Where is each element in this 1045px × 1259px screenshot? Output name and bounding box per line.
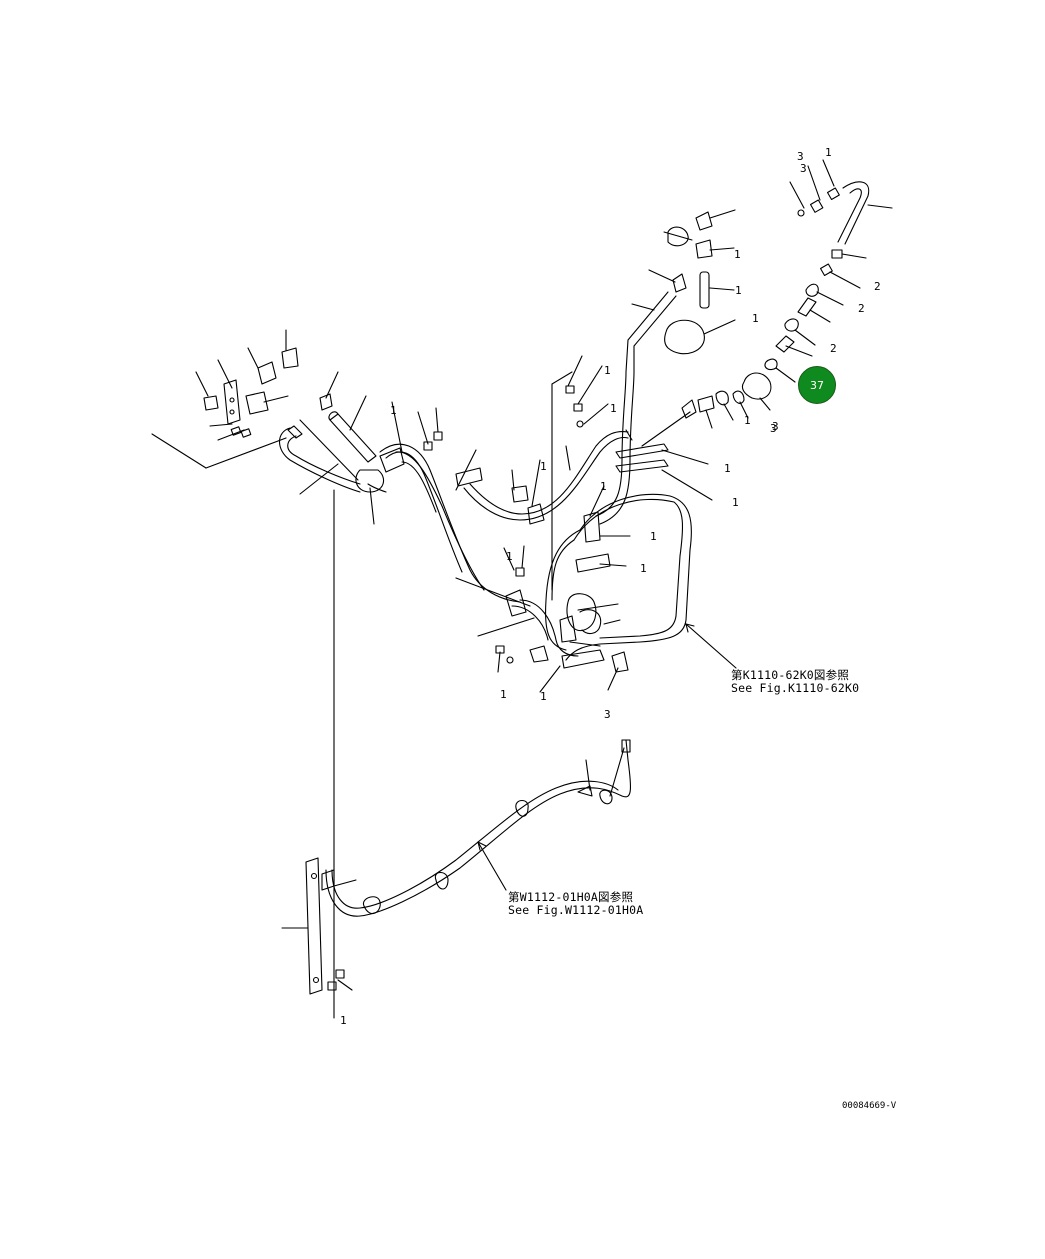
part-number-label: 1: [506, 550, 513, 563]
part-number-label: 3: [770, 422, 777, 435]
left-hose-bundle: [278, 411, 521, 603]
reference-note-k1110-en: See Fig.K1110-62K0: [731, 681, 860, 695]
figure-id: 00084669-V: [842, 1101, 897, 1111]
leader-lines: [195, 329, 631, 991]
part-number-label: 2: [858, 302, 865, 315]
part-number-label: 1: [340, 1014, 347, 1027]
middle-hose: [455, 429, 633, 525]
part-number-label: 1: [610, 402, 617, 415]
upper-right-hose: [837, 181, 893, 245]
fitting-group-upper-right: [641, 159, 867, 447]
part-number-label: 1: [540, 690, 547, 703]
part-number-label: 1: [734, 248, 741, 261]
part-number-label: 1: [650, 530, 657, 543]
lower-bracket: [305, 857, 335, 995]
reference-note-k1110: 第K1110-62K0図参照 See Fig.K1110-62K0: [731, 669, 859, 695]
reference-note-w1112: 第W1112-01H0A図参照 See Fig.W1112-01H0A: [508, 891, 643, 917]
part-number-label: 1: [390, 404, 397, 417]
part-number-label: 2: [830, 342, 837, 355]
part-number-label: 1: [825, 146, 832, 159]
part-number-label: 1: [604, 364, 611, 377]
reference-note-w1112-jp: 第W1112-01H0A図参照: [508, 890, 634, 904]
part-number-label: 3: [797, 150, 804, 163]
part-number-label: 1: [600, 480, 607, 493]
callout-37[interactable]: 37: [798, 366, 836, 404]
reference-note-w1112-en: See Fig.W1112-01H0A: [508, 903, 644, 917]
part-number-label: 1: [540, 460, 547, 473]
part-number-label: 1: [744, 414, 751, 427]
part-number-label: 1: [735, 284, 742, 297]
upper-valve-group: [648, 209, 736, 355]
part-number-label: 3: [604, 708, 611, 721]
hose-clamps: [615, 443, 713, 501]
part-number-label: 1: [500, 688, 507, 701]
reference-note-k1110-jp: 第K1110-62K0図参照: [731, 668, 850, 682]
center-hose-group: [455, 577, 621, 693]
brackets: [203, 347, 629, 991]
main-loop-hose: [545, 493, 692, 669]
vertical-hose: [595, 291, 677, 525]
part-number-label: 2: [874, 280, 881, 293]
part-number-label: 1: [724, 462, 731, 475]
frame-lines: [151, 371, 573, 1019]
part-number-label: 3: [772, 420, 779, 433]
callout-37-label: 37: [810, 378, 824, 392]
lower-hose: [325, 739, 632, 917]
part-number-label: 3: [800, 162, 807, 175]
reference-leaders: [477, 623, 737, 851]
part-number-label: 1: [752, 312, 759, 325]
part-number-label: 1: [732, 496, 739, 509]
part-number-label: 1: [640, 562, 647, 575]
